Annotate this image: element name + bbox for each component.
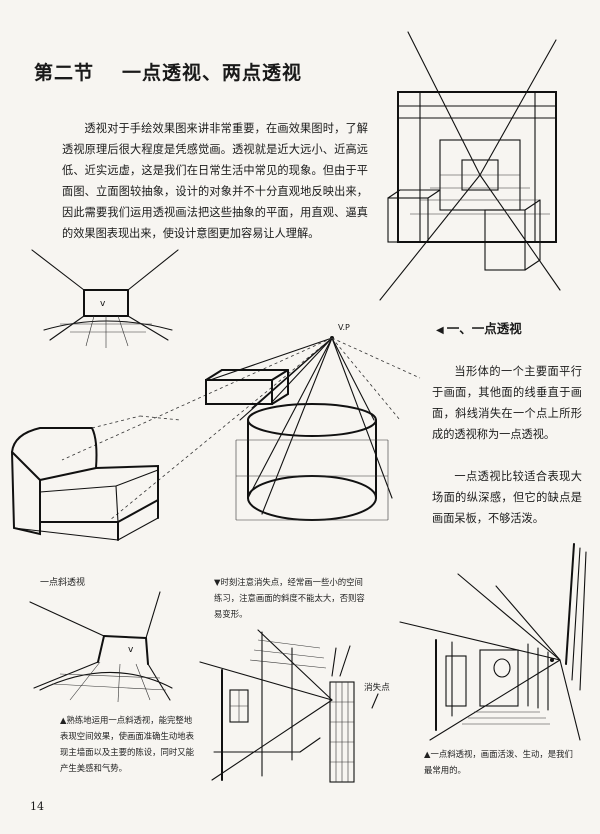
note-caption: ▼时刻注意消失点，经常画一些小的空间练习，注意画面的斜度不能太大，否则容易变形。	[214, 577, 365, 619]
oblique-room-sketch: v	[29, 591, 173, 703]
intro-paragraph: 透视对于手绘效果图来讲非常重要，在画效果图时，了解透视原理后很大程度是凭感觉画。…	[62, 122, 368, 240]
svg-text:v: v	[128, 645, 134, 655]
vanishing-point-sketch	[61, 336, 421, 521]
page-number: 14	[30, 800, 44, 813]
vanishing-point-label: 消失点	[364, 683, 390, 693]
one-point-body: 当形体的一个主要面平行于画面，其他面的线垂直于画面，斜线消失在一个点上所形成的透…	[432, 340, 582, 550]
right-caption: ▲一点斜透视，画面活泼、生动，是我们最常用的。	[424, 749, 573, 775]
section-number: 第二节	[34, 62, 95, 84]
triangle-left-icon: ◀	[436, 325, 444, 336]
one-point-heading: ◀一、一点透视	[436, 318, 522, 337]
vp-label: V.P	[338, 323, 350, 332]
stairs-room-sketch	[399, 543, 587, 741]
hallway-sketch	[199, 629, 379, 783]
one-point-heading-text: 一、一点透视	[446, 321, 522, 336]
left-caption: ▲熟练地运用一点斜透视，能完整地表现空间效果，使画面准确生动地表现主墙面以及主要…	[60, 715, 194, 773]
sofa-sketch	[10, 415, 181, 541]
one-point-paragraph-1: 当形体的一个主要面平行于画面，其他面的线垂直于画面，斜线消失在一个点上所形成的透…	[432, 365, 582, 441]
section-title-text: 一点透视、两点透视	[122, 62, 303, 84]
small-room-sketch: v	[31, 249, 179, 348]
corridor-sketch	[379, 31, 561, 301]
one-point-paragraph-2: 一点透视比较适合表现大场面的纵深感，但它的缺点是画面呆板，不够活泼。	[432, 470, 582, 525]
section-title: 第二节 一点透视、两点透视	[34, 58, 302, 85]
oblique-label: 一点斜透视	[40, 578, 86, 588]
svg-text:v: v	[100, 299, 106, 309]
